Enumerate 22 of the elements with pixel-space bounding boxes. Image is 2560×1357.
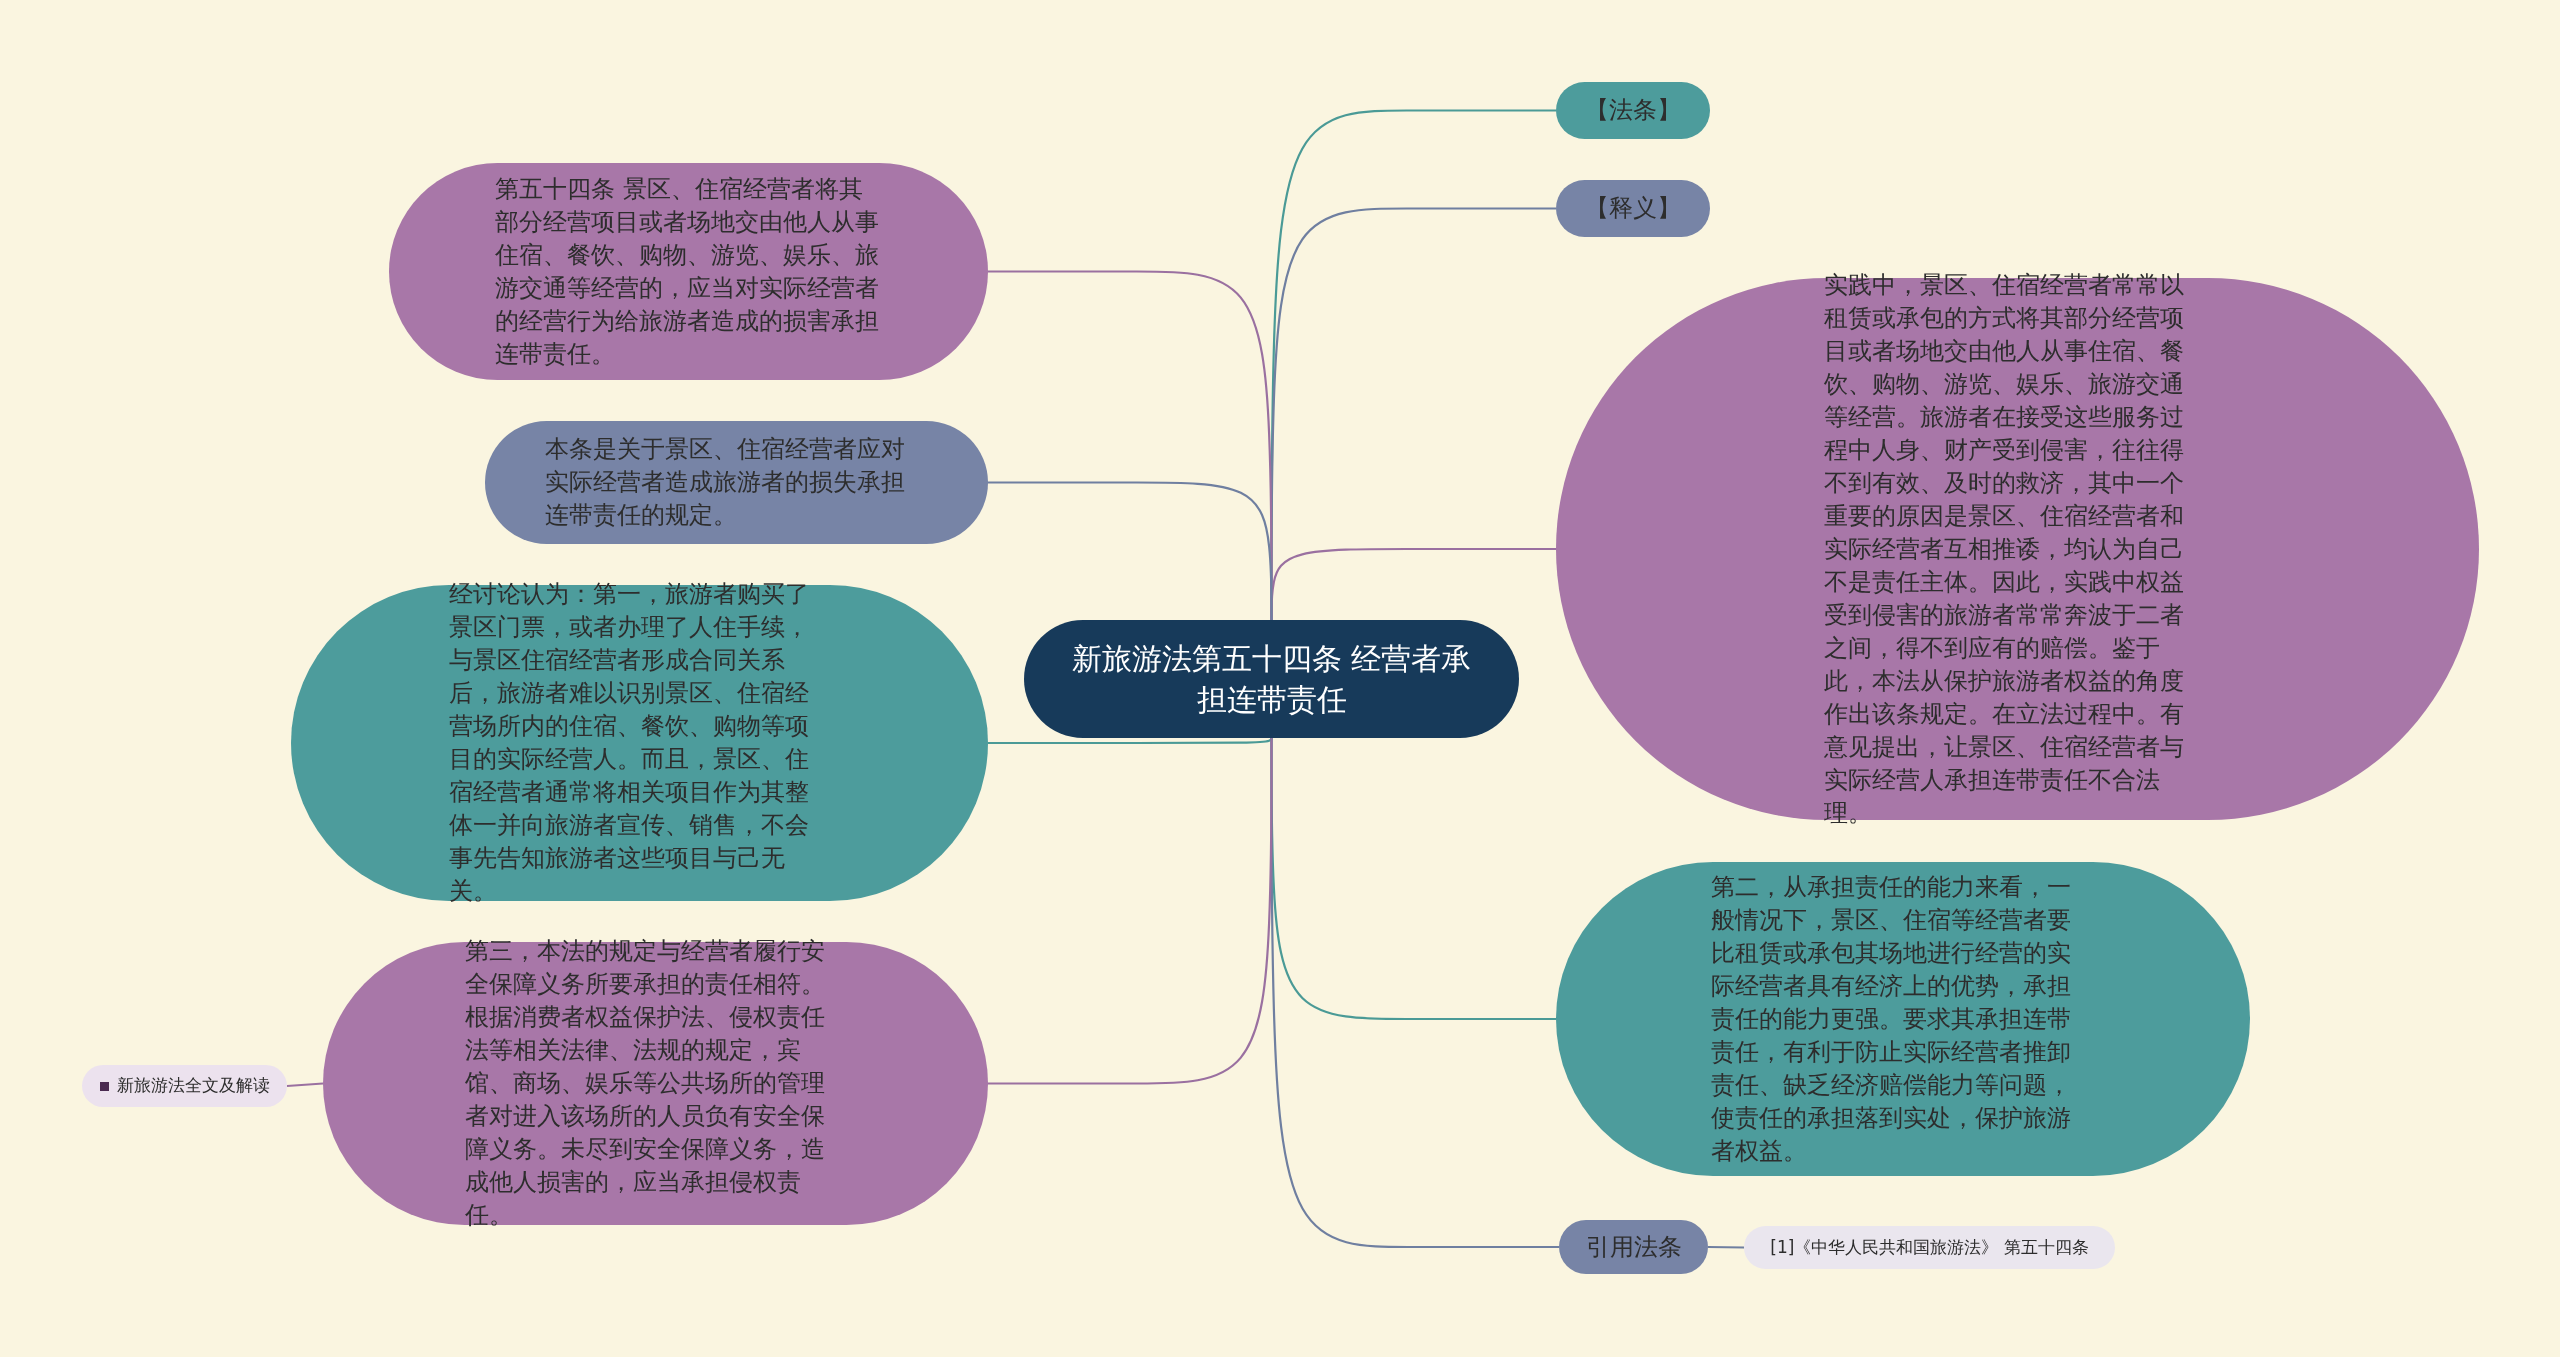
topic-text: 【法条】 (1585, 95, 1681, 126)
topic-text: 本条是关于景区、住宿经营者应对实际经营者造成旅游者的损失承担连带责任的规定。 (545, 434, 906, 531)
reference-tag (1744, 1226, 2115, 1269)
topic-text: [1]《中华人民共和国旅游法》 第五十四条 (1770, 1235, 2089, 1259)
topic-title: 新旅游法第五十四条 经营者承担连带责任 (1071, 640, 1472, 719)
topic-pill (1556, 180, 1710, 237)
connector-line (988, 481, 1273, 620)
topic-text: 【释义】 (1585, 193, 1681, 224)
topic-text: 第五十四条 景区、住宿经营者将其部分经营项目或者场地交由他人从事住宿、餐饮、购物、游览、娱乐、旅游交通等经营的，应当对实际经营者的经营行为给旅游者造成的损害承担连带责任。 (495, 173, 880, 370)
topic-text: 经讨论认为：第一，旅游者购买了景区门票，或者办理了人住手续，与景区住宿经营者形成合同关系后，旅游者难以识别景区、住宿经营场所内的住宿、餐饮、购物等项目的实际经营人。而且，景区、住宿经营者通常将相关项目作为其整体一并向旅游者宣传、销售，不会事先告知旅游者这些项目与己无关。 (449, 579, 810, 907)
connector-line (286, 1082, 324, 1088)
link-tag (82, 1065, 287, 1107)
topic-pill (1556, 82, 1710, 139)
topic-text: 引用法条 (1585, 1231, 1682, 1263)
topic-text: 第三，本法的规定与经营者履行安全保障义务所要承担的责任相符。根据消费者权益保护法、侵权责任法等相关法律、法规的规定，宾馆、商场、娱乐等公共场所的管理者对进入该场所的人员负有安全保障义务。未尽到安全保障义务，造成他人损害的，应当承担侵权责任。 (465, 936, 826, 1231)
topic-text: 实践中，景区、住宿经营者常常以租赁或承包的方式将其部分经营项目或者场地交由他人从事住宿、餐饮、购物、游览、娱乐、旅游交通等经营。旅游者在接受这些服务过程中人身、财产受到侵害，往往得不到有效、及时的救济，其中一个重要的原因是景区、住宿经营者和实际经营者互相推诿，均认为自己不是责任主体。因此，实践中权益受到侵害的旅游者常常奔波于二者之间，得不到应有的赔偿。鉴于此，本法从保护旅游者权益的角度作出该条规定。在立法过程中。有意见提出，让景区、住宿经营者与实际经营人承担连带责任不合法理。 (1824, 269, 2185, 829)
topic-text: 新旅游法全文及解读 (116, 1074, 270, 1098)
connector-line (1708, 1245, 1744, 1249)
topic-text: 第二，从承担责任的能力来看，一般情况下，景区、住宿等经营者要比租赁或承包其场地进行经营的实际经营者具有经济上的优势，承担责任的能力更强。要求其承担连带责任，有利于防止实际经营者推卸责任、缺乏经济赔偿能力等问题，使责任的承担落到实处，保护旅游者权益。 (1711, 871, 2072, 1167)
topic-pill (1559, 1220, 1708, 1274)
connector-line (988, 738, 1273, 1085)
connector-line (988, 737, 1273, 745)
